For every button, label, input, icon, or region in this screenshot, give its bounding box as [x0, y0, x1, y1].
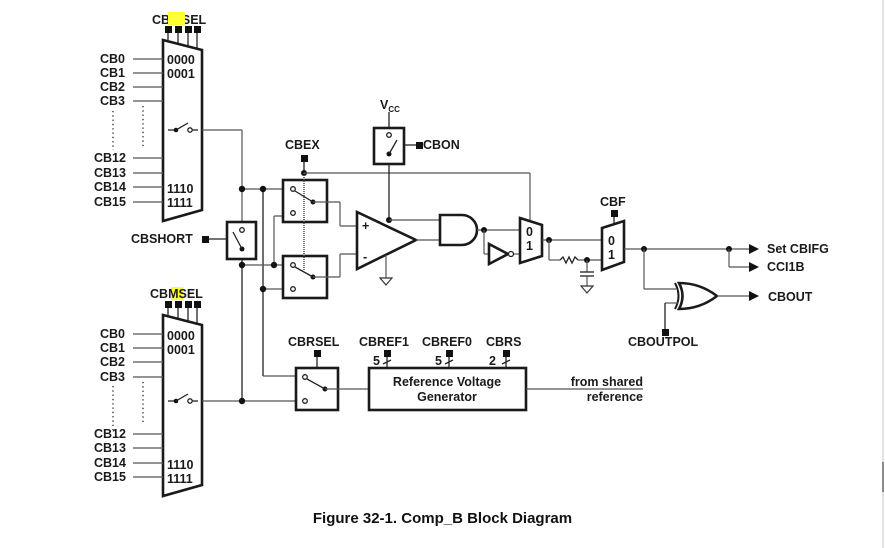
output-mux: 0 1	[518, 173, 602, 294]
mux-minus-input-cb15: CB15	[94, 470, 126, 484]
mux-plus: CBIPSEL CB0 CB1 CB2 CB3 CB12 CB13 CB14 C…	[94, 12, 207, 223]
shared-ref-line1: from shared	[571, 375, 643, 389]
cbipsel-highlight-bg	[168, 12, 185, 25]
cbshort-pin	[202, 236, 209, 243]
figure-caption: Figure 32-1. Comp_B Block Diagram	[312, 510, 573, 527]
mux-minus-input-cb0: CB0	[100, 327, 125, 341]
cbref1-label: CBREF1	[359, 335, 409, 349]
cbex-label: CBEX	[285, 138, 320, 152]
set-cbifg-label: Set CBIFG	[767, 242, 829, 256]
mux-minus-switch-icon	[168, 393, 198, 404]
mux-minus-input-cb12: CB12	[94, 427, 126, 441]
arrow-icon	[749, 262, 759, 272]
reference-voltage-generator	[367, 366, 528, 412]
ground-icon	[378, 277, 394, 286]
arrow-icon	[749, 291, 759, 301]
mux-plus-input-cb12: CB12	[94, 151, 126, 165]
wiring	[202, 129, 296, 405]
mux-minus-input-cb1: CB1	[100, 341, 125, 355]
cbon-switch: VCC CBON	[372, 98, 460, 223]
mux-plus-input-cb3: CB3	[100, 94, 125, 108]
cbf-mux-in1: 1	[608, 248, 615, 262]
cbrs-label: CBRS	[486, 335, 521, 349]
outputs: Set CBIFG CCI1B CBOUTPOL CBOUT	[628, 242, 829, 349]
cbimsel-select-pins	[165, 301, 201, 323]
ref-gen-line2: Generator	[417, 390, 477, 404]
mux-minus-input-cb2: CB2	[100, 355, 125, 369]
cbrsel-label: CBRSEL	[288, 335, 340, 349]
mux-minus-code-1110: 1110	[167, 458, 193, 472]
cbon-label: CBON	[423, 138, 460, 152]
cbref1-bits: 5	[373, 354, 380, 368]
cbf-pin	[611, 210, 618, 217]
mux-plus-input-cb15: CB15	[94, 195, 126, 209]
mux-minus-code-1111: 1111	[167, 472, 193, 486]
mux-plus-body	[161, 38, 204, 223]
output-mux-in0: 0	[526, 225, 533, 239]
comparator-triangle	[355, 209, 419, 272]
mux-minus-input-cb3: CB3	[100, 370, 125, 384]
and-gate	[438, 213, 520, 267]
cbshort-switch: CBSHORT	[131, 220, 258, 261]
output-mux-in1: 1	[526, 239, 533, 253]
scrollbar-track[interactable]	[882, 0, 884, 548]
comparator-minus: -	[363, 250, 367, 264]
mux-plus-input-cb0: CB0	[100, 52, 125, 66]
cbref0-label: CBREF0	[422, 335, 472, 349]
mux-plus-input-cb2: CB2	[100, 80, 125, 94]
cci1b-label: CCI1B	[767, 260, 805, 274]
cbon-pin	[416, 142, 423, 149]
cbrs-pin	[503, 350, 510, 357]
arrow-icon	[749, 244, 759, 254]
comparator: + -	[355, 209, 440, 286]
cbf-mux-in0: 0	[608, 234, 615, 248]
vcc-label: VCC	[380, 98, 400, 114]
cbref0-pin	[446, 350, 453, 357]
cbex-switches: CBEX	[281, 138, 530, 300]
mux-plus-code-1110: 1110	[167, 182, 193, 196]
cbrsel-pin	[314, 350, 321, 357]
mux-minus-code-0000: 0000	[167, 329, 195, 343]
cbf-label: CBF	[600, 195, 626, 209]
cbrs-bits: 2	[489, 354, 496, 368]
resistor-icon	[559, 255, 579, 265]
cbref0-bits: 5	[435, 354, 442, 368]
cbout-label: CBOUT	[768, 290, 813, 304]
cbshort-label: CBSHORT	[131, 232, 193, 246]
cbimsel-label: CBMSEL	[150, 287, 203, 301]
mux-plus-code-1111: 1111	[167, 196, 193, 210]
cbex-pin	[301, 155, 308, 162]
mux-plus-input-cb13: CB13	[94, 166, 126, 180]
comparator-plus: +	[362, 219, 369, 233]
mux-plus-switch-icon	[168, 122, 198, 133]
cbimsel-highlight-bg	[171, 287, 183, 300]
mux-plus-code-0001: 0001	[167, 67, 195, 81]
mux-minus-body	[161, 313, 204, 498]
mux-plus-input-cb1: CB1	[100, 66, 125, 80]
mux-plus-code-0000: 0000	[167, 53, 195, 67]
mux-minus: CBMSEL CB0 CB1 CB2 CB3 CB12 CB13 CB14 CB…	[94, 287, 204, 498]
capacitor-icon	[579, 260, 595, 294]
shared-ref-line2: reference	[587, 390, 643, 404]
cboutpol-label: CBOUTPOL	[628, 335, 699, 349]
mux-minus-input-cb14: CB14	[94, 456, 126, 470]
scrollbar-thumb[interactable]	[882, 462, 884, 492]
xor-gate	[674, 281, 720, 311]
mux-minus-input-cb13: CB13	[94, 441, 126, 455]
cbref1-pin	[384, 350, 391, 357]
cbf-mux: CBF 0 1	[600, 195, 749, 290]
ref-gen-line1: Reference Voltage	[393, 375, 501, 389]
mux-minus-code-0001: 0001	[167, 343, 195, 357]
ground-icon	[579, 285, 595, 294]
mux-plus-input-cb14: CB14	[94, 180, 126, 194]
cboutpol-pin	[662, 329, 669, 336]
reference-section: CBRSEL CBREF1 CBREF0 CBRS 5 5 2 Referenc…	[288, 335, 643, 412]
cbipsel-select-pins	[165, 26, 201, 48]
